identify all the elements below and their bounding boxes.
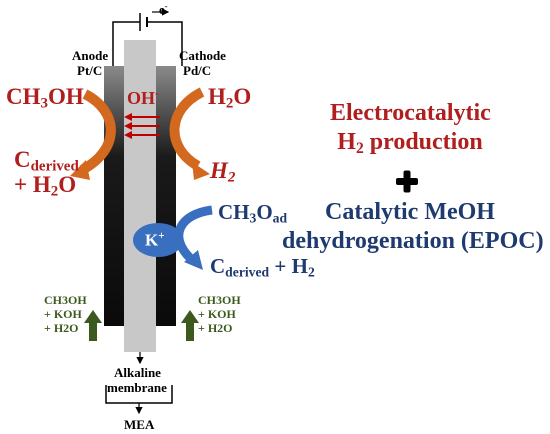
cathode-reaction-arrow [169,87,210,180]
anode-catalyst: Pt/C [77,63,103,78]
headline-line3: Catalytic MeOH [325,199,495,225]
methoxy-label: CH3Oad [218,200,288,226]
epoc-arrow [174,205,213,270]
feed-right-line: + KOH [198,307,236,321]
feed-left-line: + KOH [44,307,82,321]
membrane-label-line1: Alkaline [114,365,161,380]
cathode-electrode [156,66,176,326]
membrane-label-line2: membrane [107,380,167,395]
potassium-ion-oval [133,223,183,257]
feed-left: CH3OH + KOH + H2O [44,293,87,335]
external-circuit [112,8,183,66]
feed-left-line: + H2O [44,321,79,335]
hydroxide-transport-arrows [124,113,160,139]
feed-right: CH3OH + KOH + H2O [198,293,241,335]
cderived-h2-label: Cderived + H2 [210,254,315,280]
plus-water-label: + H2O [14,172,77,200]
methanol-label: CH3OH [6,84,84,112]
water-label: H2O [208,84,252,112]
cathode-catalyst: Pd/C [183,63,212,78]
headline-line4: dehydrogenation (EPOC) [282,228,544,254]
plus-icon [396,170,418,193]
mea-label: MEA [124,417,155,432]
feed-right-line: + H2O [198,321,233,335]
electron-label: e- [159,1,168,18]
feed-left-line: CH3OH [44,293,87,307]
alkaline-membrane [124,40,156,352]
anode-electrode [104,66,124,326]
hydrogen-label: H2 [210,158,236,186]
feed-right-line: CH3OH [198,293,241,307]
cderived-label: Cderived [14,147,79,175]
anode-label: Anode [72,48,109,63]
hydroxide-label: OH- [127,87,159,109]
headline-line1: Electrocatalytic [330,100,491,126]
headline-line2: H2 production [337,129,483,157]
cathode-label: Cathode [179,48,226,63]
potassium-label: K+ [145,230,165,250]
feed-arrow-left [84,310,102,341]
anode-reaction-arrow [70,89,116,180]
feed-arrow-right [181,310,199,341]
